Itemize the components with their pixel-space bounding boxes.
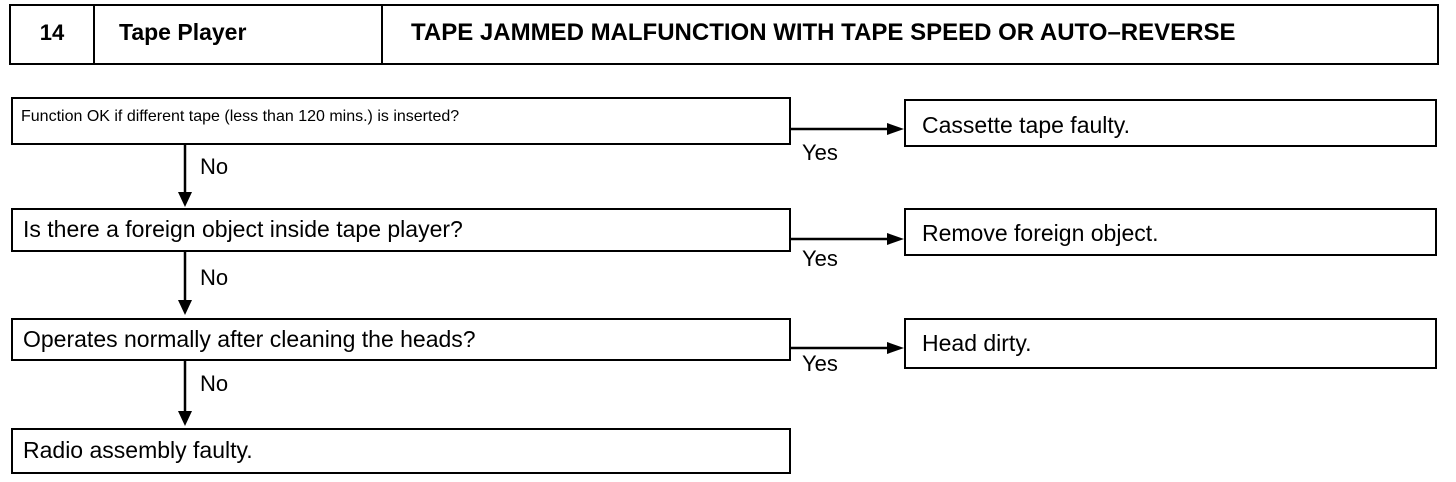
section-category: Tape Player — [95, 4, 383, 65]
yes-label-1: Yes — [802, 140, 838, 165]
no-label-2: No — [200, 265, 229, 290]
no-label-1: No — [200, 154, 229, 179]
result-box-2: Remove foreign object. — [904, 208, 1437, 256]
arrowhead-right-3 — [887, 342, 904, 354]
final-result-box: Radio assembly faulty. — [11, 428, 791, 474]
arrowhead-down-2 — [178, 300, 192, 315]
question-box-1: Function OK if different tape (less than… — [11, 97, 791, 145]
question-text-1: Function OK if different tape (less than… — [21, 108, 460, 125]
result-text-1: Cassette tape faulty. — [922, 112, 1130, 138]
result-box-3: Head dirty. — [904, 318, 1437, 369]
arrowhead-right-1 — [887, 123, 904, 135]
arrowhead-right-2 — [887, 233, 904, 245]
yes-label-2: Yes — [802, 246, 838, 271]
arrowhead-down-3 — [178, 411, 192, 426]
arrowhead-down-1 — [178, 192, 192, 207]
question-box-3: Operates normally after cleaning the hea… — [11, 318, 791, 361]
final-result-text: Radio assembly faulty. — [23, 437, 253, 463]
result-box-1: Cassette tape faulty. — [904, 99, 1437, 147]
yes-label-3: Yes — [802, 351, 838, 376]
section-title: TAPE JAMMED MALFUNCTION WITH TAPE SPEED … — [383, 4, 1439, 65]
no-label-3: No — [200, 371, 229, 396]
question-text-3: Operates normally after cleaning the hea… — [23, 326, 476, 352]
result-text-2: Remove foreign object. — [922, 220, 1159, 246]
question-text-2: Is there a foreign object inside tape pl… — [23, 216, 463, 242]
result-text-3: Head dirty. — [922, 330, 1032, 356]
header-bar: 14 Tape Player TAPE JAMMED MALFUNCTION W… — [9, 4, 1439, 65]
question-box-2: Is there a foreign object inside tape pl… — [11, 208, 791, 252]
section-number: 14 — [9, 4, 95, 65]
